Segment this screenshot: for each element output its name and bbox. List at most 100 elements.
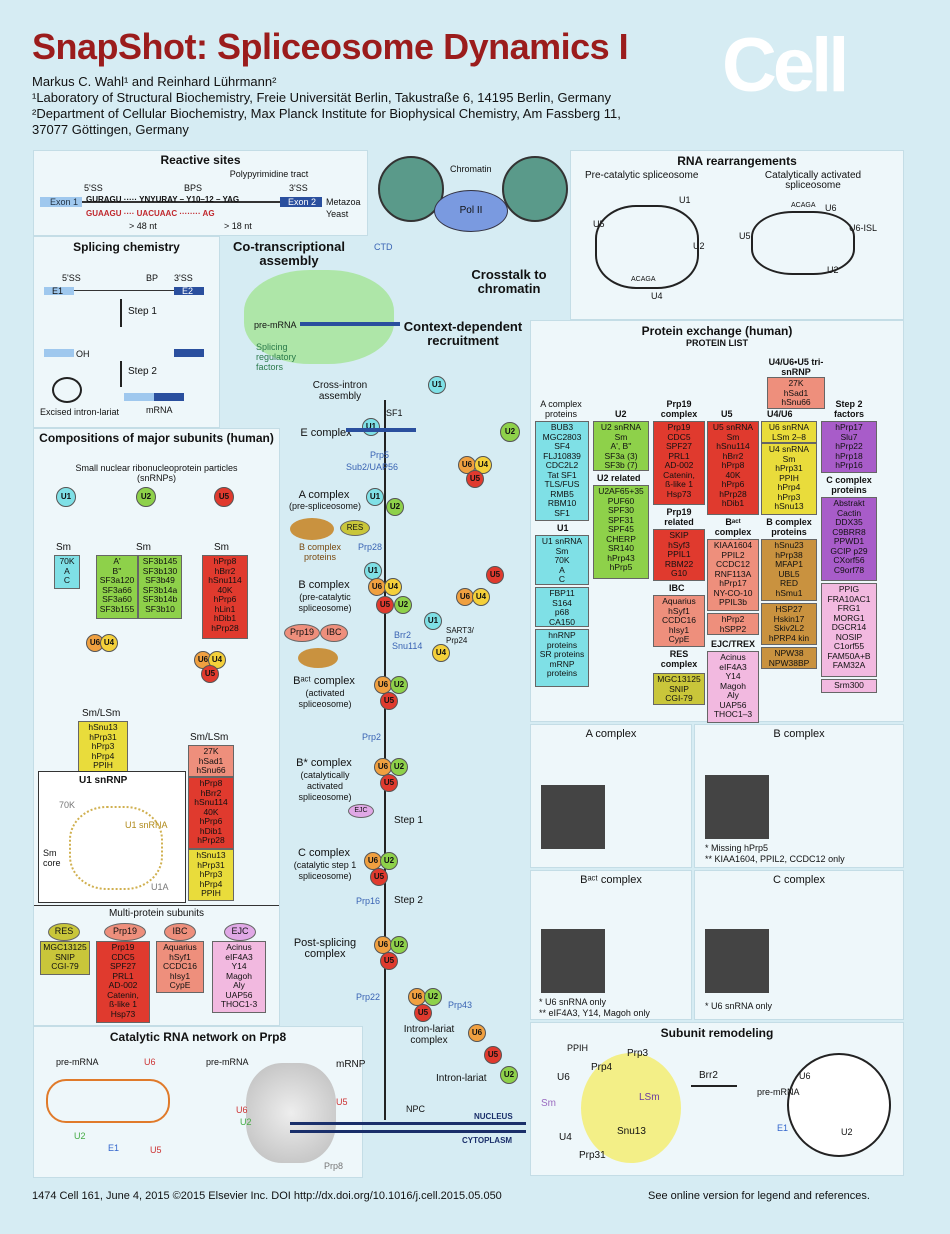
snu13-label: Snu13 (617, 1126, 646, 1137)
u5-sm: Sm (214, 542, 229, 553)
u1-sm: Sm (56, 542, 71, 553)
bact-sub: (activated spliceosome) (298, 688, 352, 709)
pre-u4: U4 (651, 291, 663, 301)
u2-recruit-circle: U2 (500, 422, 520, 442)
c-complex-label: C complex (298, 847, 350, 859)
u5-protein-box: hPrp8 hBrr2 hSnu114 40K hPrp6 hLin1 hDib… (202, 555, 248, 639)
u2-sm: Sm (136, 542, 151, 553)
bstar-sub: (catalytically activated spliceosome) (298, 770, 352, 802)
affiliation-1: ¹Laboratory of Structural Biochemistry, … (32, 90, 611, 105)
bps-label: BPS (184, 183, 203, 193)
act-u6: U6 (825, 203, 837, 213)
u1a-label: U1A (151, 882, 169, 892)
em-a-image (541, 785, 605, 849)
e2-bar-2 (174, 349, 204, 357)
ibc-oval-center: IBC (320, 624, 348, 642)
a-complex-sub: (pre-spliceosome) (288, 501, 362, 511)
journal-logo: Cell (722, 23, 849, 108)
col-u5-head: U5 (721, 409, 733, 419)
u1-snrnp-structure: U1 snRNP 70K U1 snRNA Sm core U1A (38, 771, 186, 903)
b-complex-u4: U4 (384, 578, 402, 596)
e2-label: E2 (182, 286, 194, 296)
b-complex-u5: U5 (376, 596, 394, 614)
c-box: Abstrakt Cactin DDX35 C9BRR8 PPWD1 GCIP … (821, 497, 877, 581)
e-complex-label: E complex (300, 427, 352, 439)
u2-protein-box-left: A' B'' SF3a120 SF3a66 SF3a60 SF3b155 (96, 555, 138, 619)
em-b-image (705, 775, 769, 839)
e1-label: E1 (52, 286, 64, 296)
tri-box-3: hSnu13 hPrp31 hPrp3 hPrp4 PPIH (188, 849, 234, 901)
b-proteins-release (298, 648, 338, 668)
em-a-complex: A complex (530, 724, 692, 868)
em-b-note1: * Missing hPrp5 (705, 843, 769, 853)
pol2-oval: Pol II (434, 190, 508, 232)
smcore-label: Sm core (43, 848, 61, 868)
page-title: SnapShot: Spliceosome Dynamics I (32, 26, 629, 67)
nucleosome-left (378, 156, 444, 222)
b-complex-sub: (pre-catalytic spliceosome) (298, 592, 352, 613)
catalytic-title: Catalytic RNA network on Prp8 (109, 1030, 287, 1044)
u1-snrnp-title: U1 snRNP (79, 775, 128, 786)
ejc-box: Acinus eIF4A3 Y14 Magoh Aly UAP56 THOC1–… (707, 651, 759, 723)
u4u6-smlsm: Sm/LSm (82, 708, 121, 719)
ibc-head: IBC (669, 583, 685, 593)
u5-label: U5 (150, 1145, 162, 1155)
exon2-label: Exon 2 (288, 197, 317, 207)
exon1-label: Exon 1 (50, 197, 79, 207)
ss5-label: 5'SS (62, 273, 81, 283)
res-oval-center: RES (340, 520, 370, 536)
u2-related-head: U2 related (597, 473, 641, 483)
col-a-head: A complex proteins (540, 399, 582, 419)
ss3-label: 3'SS (174, 273, 193, 283)
c-u2: U2 (380, 852, 398, 870)
b-box3: NPW38 NPW38BP (761, 647, 817, 669)
bact-u5: U5 (380, 692, 398, 710)
bstar-u2: U2 (390, 758, 408, 776)
e-complex-u1: U1 (362, 418, 380, 436)
col-prp19-head: Prp19 complex (660, 399, 698, 419)
bstar-u5: U5 (380, 774, 398, 792)
step2-label: Step 2 (128, 366, 157, 377)
b-box: hSnu23 hPrp38 MFAP1 UBL5 RED hSmu1 (761, 539, 817, 601)
reactive-sites-title: Reactive sites (160, 153, 241, 167)
step2-arrow (120, 361, 122, 387)
ss3-label: 3'SS (289, 183, 308, 193)
u1-recruit-circle: U1 (428, 376, 446, 394)
a-complex-u1: U1 (366, 488, 384, 506)
ejc-oval: EJC (224, 923, 256, 941)
ctd-label: CTD (374, 242, 393, 252)
u5-box: U5 snRNA Sm hSnu114 hBrr2 hPrp8 40K hPrp… (707, 421, 759, 515)
u1-structure-art (69, 806, 163, 890)
footer-online-note: See online version for legend and refere… (648, 1190, 870, 1202)
prp19-box: Prp19 CDC5 SPF27 PRL1 AD-002 Catenin, ß-… (653, 421, 705, 505)
mrna-label: mRNA (146, 405, 173, 415)
splicing-factors-cloud (244, 270, 394, 364)
catalytic-network-panel: Catalytic RNA network on Prp8 pre-mRNA U… (33, 1026, 363, 1178)
released-u1: U1 (424, 612, 442, 630)
sart3-label: SART3/ Prp24 (446, 626, 474, 645)
nucleosome-right (502, 156, 568, 222)
brr2-label: Brr2 (699, 1070, 718, 1081)
splicing-chemistry-title: Splicing chemistry (73, 240, 180, 254)
mrnp-label: mRNP (336, 1059, 366, 1070)
prp43-label: Prp43 (448, 1000, 473, 1010)
authors: Markus C. Wahl¹ and Reinhard Lührmann² (32, 74, 277, 89)
ppih-label: PPIH (567, 1043, 589, 1053)
b-proteins-oval (290, 518, 334, 540)
exon2-bar (280, 197, 322, 207)
em-b-note2: ** KIAA1604, PPIL2, CCDC12 only (705, 854, 845, 864)
res-oval: RES (48, 923, 80, 941)
prp2-label: Prp2 (362, 732, 382, 742)
em-b-complex: B complex * Missing hPrp5 ** KIAA1604, P… (694, 724, 904, 868)
released-u4: U4 (432, 644, 450, 662)
act-acaga: ACAGA (791, 202, 816, 209)
compositions-panel: Compositions of major subunits (human) S… (33, 428, 280, 1026)
divider (34, 905, 279, 906)
released-u2: U2 (500, 1066, 518, 1084)
premrna-bar (300, 322, 400, 326)
multi-protein-title: Multi-protein subunits (108, 908, 205, 919)
k70-label: 70K (59, 800, 76, 810)
u1-circle: U1 (56, 487, 76, 507)
crosstalk-label: Crosstalk to chromatin (471, 267, 547, 296)
b-complex-u1: U1 (364, 562, 382, 580)
